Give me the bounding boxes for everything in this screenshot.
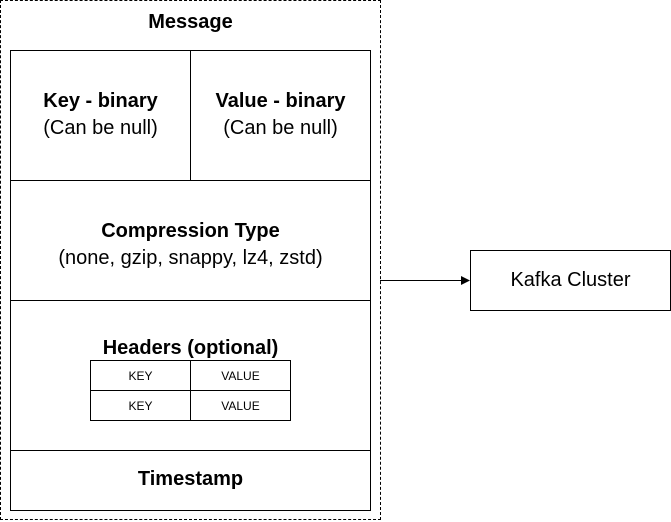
- key-cell: Key - binary (Can be null): [10, 50, 191, 181]
- kafka-cluster-label: Kafka Cluster: [510, 269, 631, 291]
- header-key-cell: KEY: [90, 390, 191, 421]
- header-key-cell: KEY: [90, 360, 191, 391]
- compression-cell: Compression Type (none, gzip, snappy, lz…: [10, 180, 371, 301]
- header-value-cell: VALUE: [190, 360, 291, 391]
- compression-note: (none, gzip, snappy, lz4, zstd): [58, 247, 323, 269]
- value-cell: Value - binary (Can be null): [190, 50, 371, 181]
- value-note: (Can be null): [223, 117, 338, 139]
- message-container: [0, 0, 381, 520]
- timestamp-title: Timestamp: [137, 468, 244, 490]
- header-value-cell: VALUE: [190, 390, 291, 421]
- key-note: (Can be null): [43, 117, 158, 139]
- header-key: KEY: [128, 399, 153, 413]
- arrow-connector: [380, 276, 470, 285]
- message-title: Message: [148, 11, 233, 33]
- header-key: KEY: [128, 369, 153, 383]
- headers-title: Headers (optional): [102, 337, 279, 359]
- headers-table: KEY VALUE KEY VALUE: [90, 360, 291, 421]
- header-value: VALUE: [221, 399, 260, 413]
- key-title: Key - binary: [43, 90, 158, 112]
- value-title: Value - binary: [215, 90, 346, 112]
- compression-title: Compression Type: [101, 220, 280, 242]
- arrow-head: [461, 276, 470, 285]
- kafka-cluster-node: Kafka Cluster: [470, 250, 671, 311]
- timestamp-cell: Timestamp: [10, 450, 371, 511]
- header-value: VALUE: [221, 369, 260, 383]
